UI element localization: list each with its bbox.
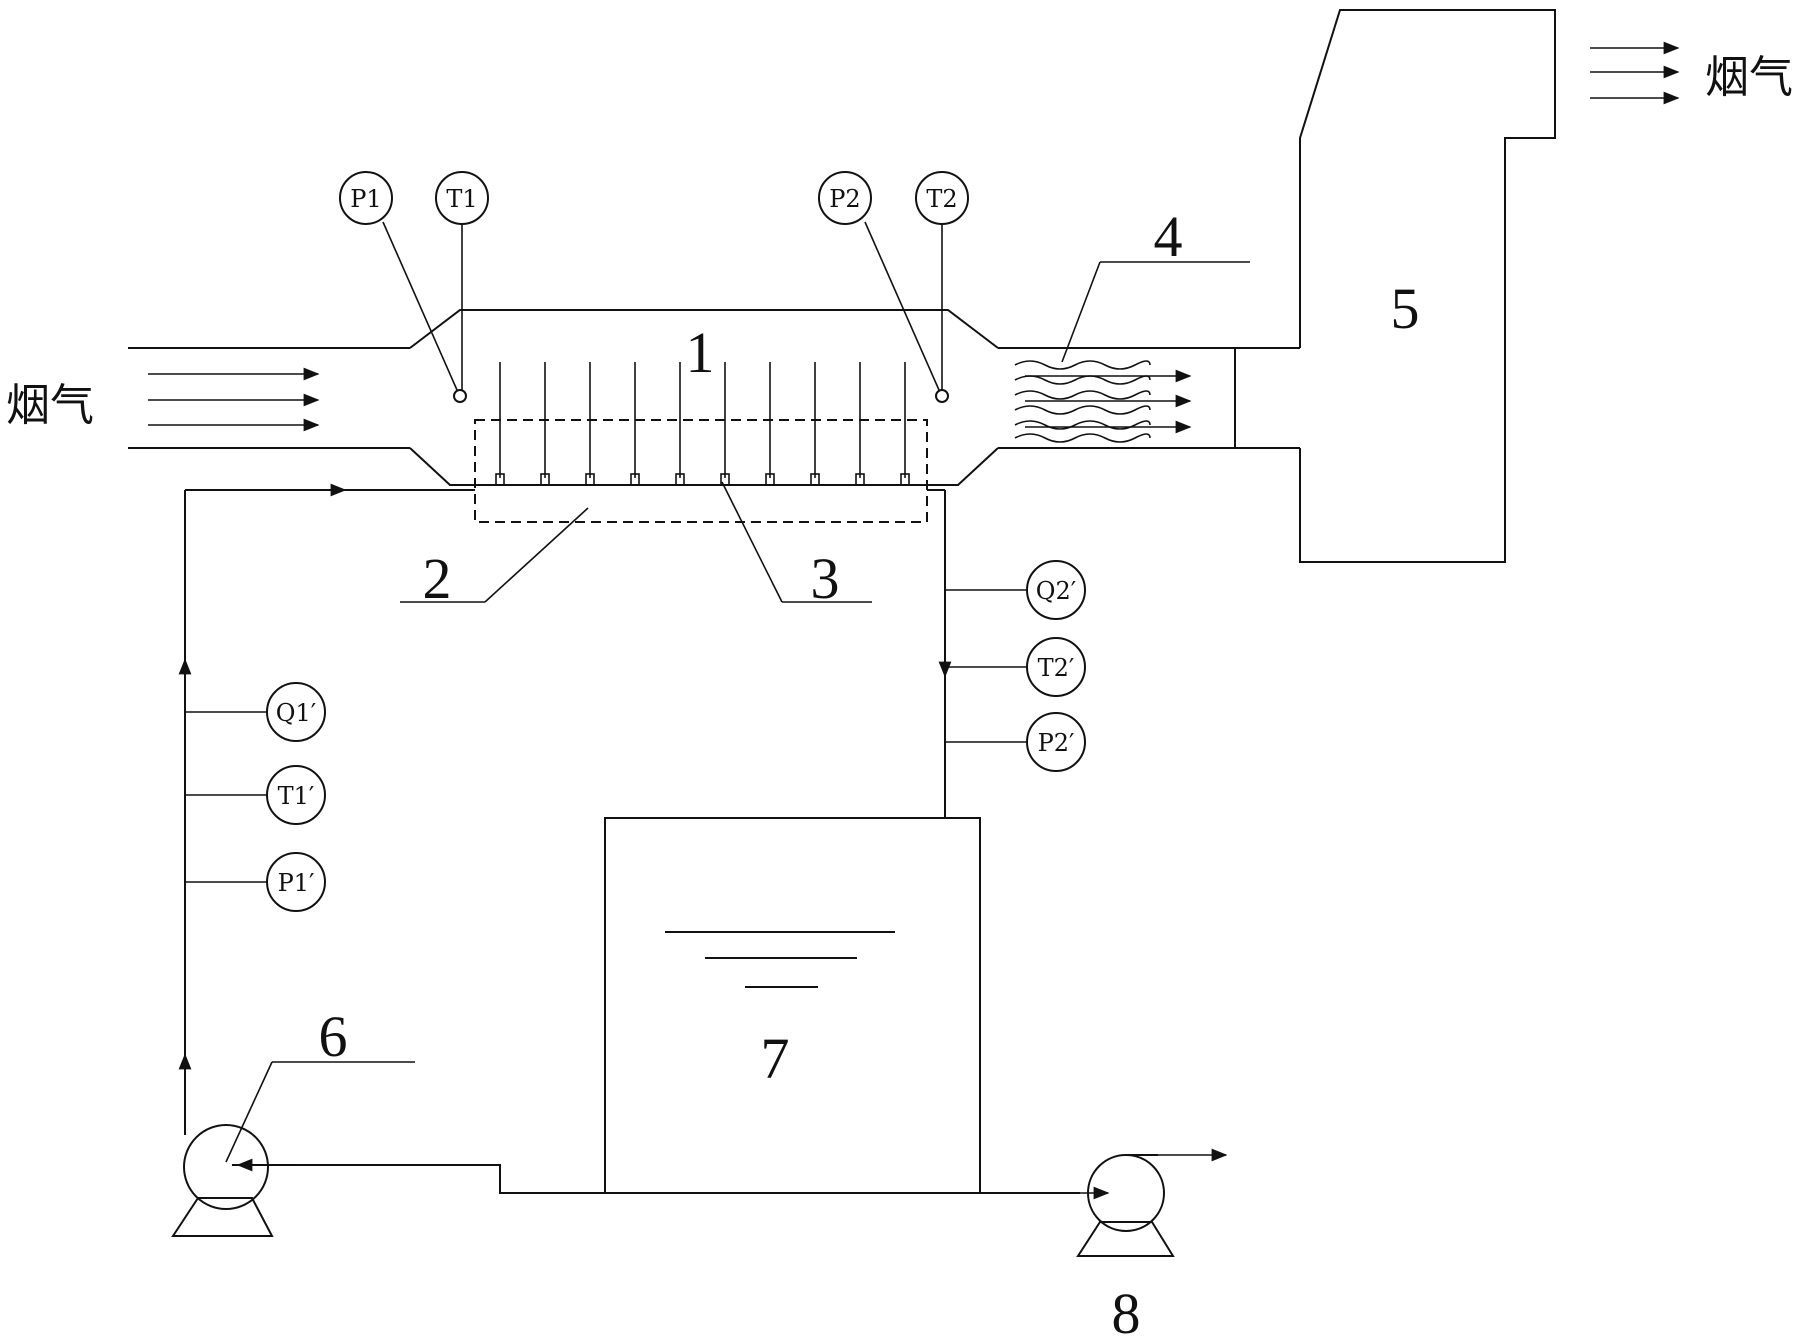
sensor-point-outlet (935, 389, 949, 403)
outlet-duct (998, 347, 1300, 449)
right-gauge-leaders (945, 589, 1028, 743)
sensor-point-inlet (453, 389, 467, 403)
pump-6 (171, 1124, 274, 1237)
gauge-t2: T2 (915, 171, 969, 225)
gauge-p2: P2 (818, 171, 872, 225)
gauge-q2-prime: Q2′ (1026, 560, 1086, 620)
label-3: 3 (811, 546, 840, 611)
gauge-p2-label: P2 (829, 185, 860, 213)
gauge-q1-prime: Q1′ (266, 682, 326, 742)
label-5: 5 (1391, 276, 1420, 341)
gauge-t1: T1 (435, 171, 489, 225)
demister (1014, 360, 1192, 443)
outlet-flow-arrows (1590, 41, 1680, 105)
gauge-q1-prime-label: Q1′ (276, 699, 316, 727)
left-gauge-leaders (185, 711, 268, 883)
label-8: 8 (1112, 1281, 1141, 1339)
gauge-t1-prime-label: T1′ (278, 782, 315, 810)
label-2: 2 (423, 546, 452, 611)
gauge-t1-label: T1 (446, 185, 477, 213)
gauge-q2-prime-label: Q2′ (1036, 577, 1076, 605)
bottom-pipe (232, 1158, 1110, 1200)
flue-gas-outlet-label: 烟气 (1705, 52, 1793, 103)
gauge-p1-prime: P1′ (266, 852, 326, 912)
water-tank (604, 817, 981, 1193)
gauge-p1-label: P1 (350, 185, 381, 213)
gauge-t2-prime-label: T2′ (1038, 654, 1075, 682)
gauge-p1-prime-label: P1′ (278, 869, 315, 897)
number-leaders (225, 261, 1250, 1163)
label-7: 7 (761, 1026, 790, 1091)
label-6: 6 (319, 1004, 348, 1069)
label-1: 1 (686, 320, 715, 385)
spray-zone-outline (474, 419, 928, 523)
inlet-duct (128, 347, 410, 449)
top-gauge-leaders (382, 221, 943, 391)
gauge-p1: P1 (339, 171, 393, 225)
gauge-p2-prime: P2′ (1026, 712, 1086, 772)
supply-pipe (178, 483, 475, 1135)
label-4: 4 (1154, 204, 1183, 269)
return-pipe (927, 489, 952, 818)
spray-chamber (409, 309, 999, 486)
tower (1299, 9, 1556, 563)
pump-8 (1076, 1148, 1228, 1257)
gauge-p2-prime-label: P2′ (1038, 729, 1075, 757)
inlet-flow-arrows (148, 367, 320, 432)
gauge-t2-label: T2 (926, 185, 957, 213)
gauge-t1-prime: T1′ (266, 765, 326, 825)
gauge-t2-prime: T2′ (1026, 637, 1086, 697)
flue-gas-inlet-label: 烟气 (6, 380, 94, 431)
